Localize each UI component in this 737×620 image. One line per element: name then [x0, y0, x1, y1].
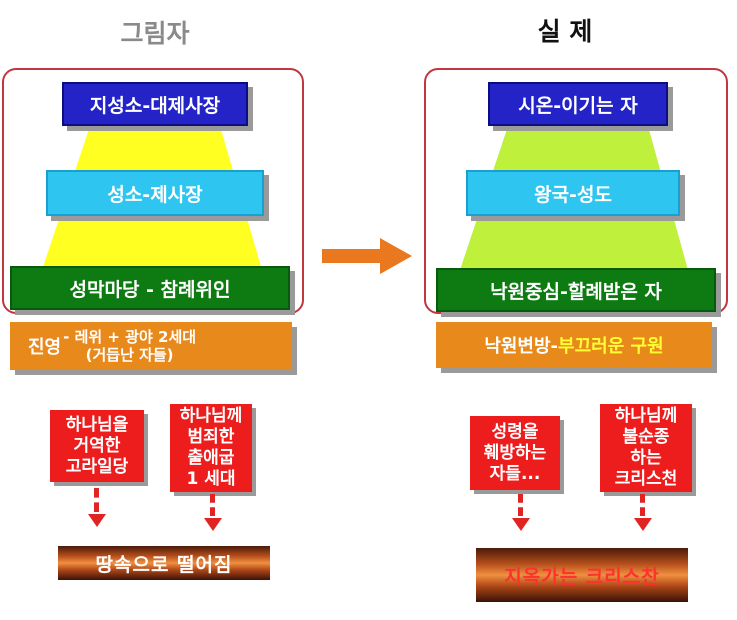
right-dash-2	[640, 494, 650, 516]
right-level-top: 시온-이기는 자	[488, 82, 668, 126]
right-fate-banner: 지옥가는 크리스찬	[476, 548, 688, 602]
right-camp-prefix: 낙원변방-	[484, 336, 559, 357]
right-dash-1	[518, 494, 528, 516]
left-heading: 그림자	[120, 19, 190, 48]
left-level-top: 지성소-대제사장	[62, 82, 248, 126]
left-camp-prefix: 진영	[28, 337, 62, 358]
left-level-bottom: 성막마당 - 참례위인	[10, 266, 290, 310]
left-camp-detail: - 레위 + 광야 2세대 (거듭난 자들)	[63, 328, 197, 364]
right-heading: 실 제	[537, 17, 593, 46]
left-dash-2	[210, 494, 220, 516]
right-camp-highlight: 부끄러운 구원	[558, 336, 664, 357]
down-arrow-icon	[634, 518, 652, 531]
down-arrow-icon	[204, 518, 222, 531]
right-camp-box: 낙원변방- 부끄러운 구원	[436, 322, 712, 368]
left-fate-banner: 땅속으로 떨어짐	[58, 546, 270, 580]
down-arrow-icon	[512, 518, 530, 531]
right-level-middle: 왕국-성도	[466, 170, 680, 216]
right-frame	[424, 68, 728, 314]
left-camp-box: 진영 - 레위 + 광야 2세대 (거듭난 자들)	[10, 322, 292, 370]
right-arrow-icon	[322, 238, 412, 274]
left-dash-1	[94, 488, 104, 512]
down-arrow-icon	[88, 514, 106, 527]
left-frame	[2, 68, 304, 314]
left-level-middle: 성소-제사장	[46, 170, 264, 216]
right-level-bottom: 낙원중심-할례받은 자	[436, 268, 716, 312]
